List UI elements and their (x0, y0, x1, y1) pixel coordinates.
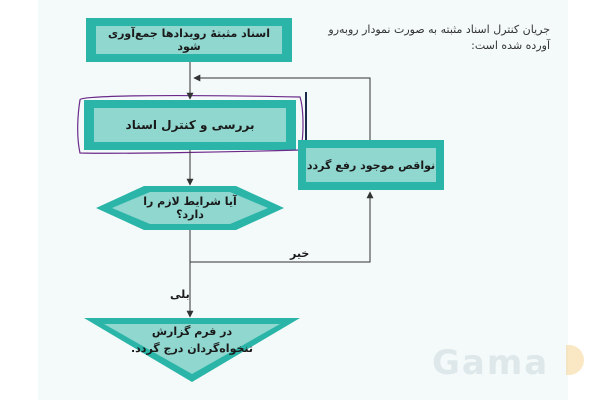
record-node (84, 318, 300, 382)
fix-node (298, 140, 444, 190)
watermark-accent (566, 345, 584, 375)
edge-label-yes: بلی (170, 288, 190, 301)
record-label: در فرم گزارش تنخواه‌گردان درج گردد. (130, 325, 254, 355)
decision-node (96, 186, 284, 230)
watermark-logo: Gama (432, 343, 550, 383)
collect-node (86, 18, 292, 62)
review-label: بررسی و کنترل اسناد (125, 118, 255, 132)
collect-label: اسناد مثبتهٔ رویدادها جمع‌آوری شود (108, 27, 270, 53)
fix-label: نواقص موجود رفع گردد (306, 158, 436, 172)
review-node (84, 100, 296, 150)
arrow-fix-loop (193, 74, 371, 140)
edge-label-no: خیر (290, 247, 310, 260)
decision-label: آیا شرایط لازم را دارد؟ (143, 195, 237, 221)
arrow-no-fix (189, 191, 374, 263)
description-note: جریان کنترل اسناد مثبته به صورت نمودار ر… (328, 23, 550, 52)
